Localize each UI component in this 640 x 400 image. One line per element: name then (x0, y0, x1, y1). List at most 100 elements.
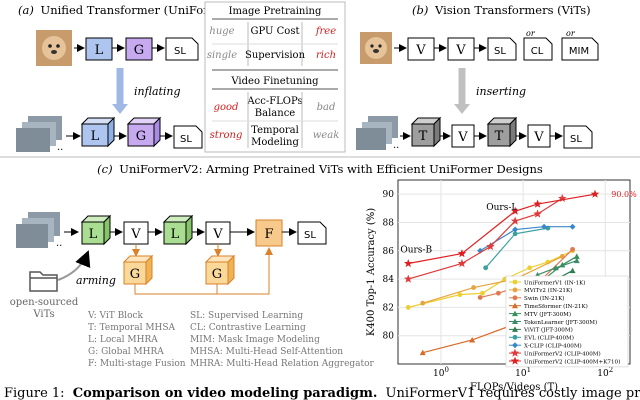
chart-ytick-label: 80 (383, 332, 395, 342)
chart-legend-marker (512, 295, 518, 301)
chart-point-10 (533, 199, 542, 208)
chart-ytick-label: 86 (383, 247, 395, 257)
chart-ytick-label: 90 (383, 190, 395, 200)
mid-acc-flops-2: Balance (255, 108, 296, 119)
chart-legend-marker (512, 279, 518, 285)
mid-single: single (207, 50, 237, 61)
chart-legend-marker (512, 310, 518, 317)
mid-temporal-2: Modeling (251, 137, 299, 148)
block-V-b2 (447, 37, 475, 61)
chart-point-10 (510, 206, 520, 215)
chart-point-2 (495, 290, 501, 296)
chart-legend-label: UniFormerV2 (CLIP-400M) (524, 350, 601, 357)
chart-legend-label: EVL (CLIP-400M) (524, 335, 574, 342)
block-V-b1 (407, 37, 435, 61)
sl-doc-b2 (563, 125, 593, 149)
panel-b: (b) Vision Transformers (ViTs) V V SL or… (356, 3, 599, 151)
chart-legend-marker (512, 302, 518, 309)
chart-point-8 (541, 223, 548, 230)
inflating-label: inflating (134, 85, 181, 98)
block-L-c2 (162, 214, 194, 246)
chart-xtick-label: 100 (433, 366, 449, 379)
block-G-c2 (204, 254, 236, 286)
chart-point-8 (512, 226, 519, 233)
chart-point-9 (558, 193, 567, 203)
chart-point-0 (480, 290, 485, 296)
panel-c: (c) UniFormerV2: Arming Pretrained ViTs … (0, 156, 640, 369)
mid-weak: weak (313, 130, 340, 141)
chart-point-2 (570, 246, 575, 252)
svg-text:(a) Unified Transformer: (a) Unified Transformer (UniFormer) (18, 3, 236, 17)
panel-c-prefix: (c) (97, 162, 112, 176)
chart-legend-label: X-CLIP (CLIP-400M) (524, 343, 582, 350)
inserting-label: inserting (476, 85, 526, 98)
caption-rest: UniFormerV1 requires costly image pre- (386, 386, 640, 400)
mim-label-b: MIM (569, 46, 589, 57)
chart-point-10 (403, 259, 413, 268)
cl-label-b: CL (531, 46, 544, 57)
sl-label-b2: SL (570, 134, 582, 145)
block-G3d-label: G (136, 129, 146, 144)
chart-point-5 (552, 264, 559, 271)
chart-annotation: 90.0% (611, 190, 637, 199)
chart-legend-marker (512, 326, 518, 332)
chart-legend-marker (510, 348, 520, 357)
chart-point-1 (420, 300, 426, 306)
chart-point-9 (533, 209, 542, 218)
svg-text:(c) UniFormerV2: Arming: (c) UniFormerV2: Arming Pretrained ViTs … (97, 162, 543, 176)
image-pretraining-title: Image Pretraining (229, 6, 322, 17)
or-1: or (526, 29, 536, 38)
chart-point-0 (527, 265, 533, 271)
block-T-1 (410, 116, 442, 148)
chart-ytick-label: 88 (383, 218, 395, 228)
panel-b-title: Vision Transformers (ViTs) (434, 3, 591, 17)
chart-legend-marker (512, 287, 518, 293)
chart-point-3 (469, 336, 476, 343)
svg-text:(b) Vision Transformers: (b) Vision Transformers (ViTs) (412, 3, 591, 17)
chart-point-10 (457, 249, 467, 258)
chart-legend-label: MTV (JFT-300M) (524, 311, 571, 318)
chart-legend-label: UniFormerV1 (IN-1K) (524, 279, 586, 286)
block-G-3d (126, 116, 162, 148)
chart-point-2 (477, 295, 483, 300)
chart-point-10 (590, 189, 600, 198)
video-finetuning-title: Video Finetuning (230, 76, 319, 87)
block-G-2d (125, 37, 153, 61)
panel-middle: Image Pretraining huge GPU Cost free sin… (204, 1, 346, 153)
mid-gpu-cost: GPU Cost (251, 26, 300, 37)
block-V-b1-label: V (415, 43, 426, 58)
chart-legend-marker (512, 342, 518, 349)
chart-series-line-8 (479, 226, 573, 252)
chart-point-6 (569, 267, 576, 274)
folder-label-1: open-sourced (10, 297, 79, 308)
block-V-c2-label: V (212, 227, 223, 242)
mid-strong: strong (210, 130, 243, 141)
sl-label-b: SL (494, 46, 506, 57)
block-V-b3-label: V (457, 130, 468, 145)
legend-right: SL: Supervised Learning CL: Contrastive … (190, 311, 375, 369)
block-T2-label: T (495, 129, 504, 144)
block-V-c1-label: V (130, 227, 141, 242)
block-G-c1-label: G (130, 267, 140, 282)
block-L-c2-label: L (171, 227, 180, 242)
figure-caption: Figure 1: Comparison on video modeling p… (4, 386, 640, 400)
chart-xtick-label: 101 (515, 366, 531, 379)
block-L3d-label: L (91, 129, 100, 144)
sl-label-a2: SL (180, 134, 192, 145)
chart-point-9 (486, 242, 495, 251)
sl-doc-a (165, 37, 199, 61)
chart-point-1 (471, 285, 477, 290)
chart-point-9 (510, 216, 520, 225)
block-L-label: L (95, 43, 104, 58)
chart-legend-label: MViTv2 (IN-21K) (524, 287, 572, 294)
chart-legend-label: Swin (IN-21K) (524, 295, 564, 302)
chart-point-7 (512, 231, 518, 237)
panel-a-prefix: (a) (18, 3, 34, 17)
sl-doc-b (487, 37, 517, 61)
video-frames-c: .. (16, 212, 62, 249)
chart-series-line-1 (422, 255, 563, 304)
block-G-label: G (134, 43, 144, 58)
block-L-c1-label: L (89, 227, 98, 242)
chart-legend-label: TimeSformer (IN-21K) (524, 303, 588, 310)
chart-point-9 (457, 259, 467, 268)
